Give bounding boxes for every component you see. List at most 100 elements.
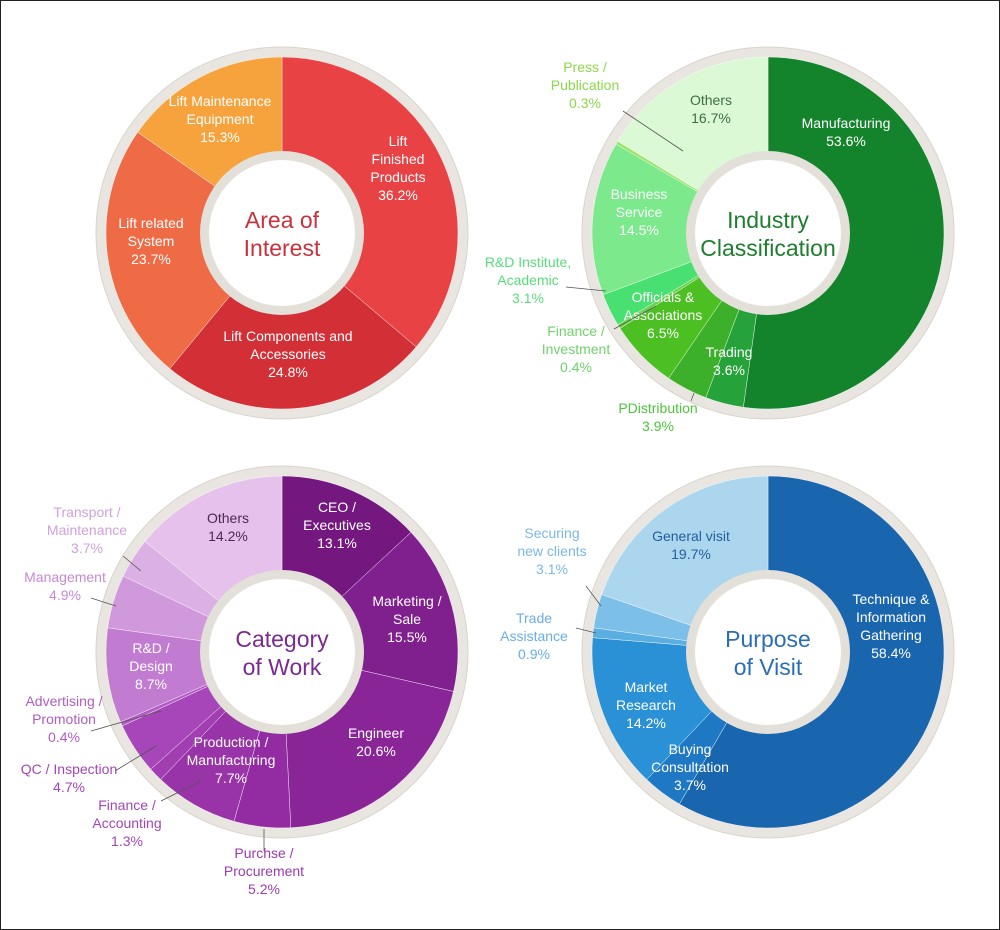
slice-label-line: 13.1%: [317, 535, 357, 551]
chart-title-line: Classification: [700, 235, 836, 261]
slice-label-line: 4.7%: [53, 779, 85, 795]
slice-label-line: Maintenance: [47, 522, 127, 538]
slice-label-line: Accessories: [250, 346, 325, 362]
slice-label-line: Officials &: [632, 289, 695, 305]
slice-label-line: Others: [690, 92, 732, 108]
slice-label-line: 23.7%: [131, 251, 171, 267]
slice-label-line: 14.2%: [626, 715, 666, 731]
slice-label-line: Finance /: [547, 323, 605, 339]
slice-label-line: Trade: [516, 610, 552, 626]
slice-label-line: Consultation: [651, 759, 729, 775]
slice-label-line: Academic: [497, 272, 558, 288]
slice-label-line: 7.7%: [215, 770, 247, 786]
chart-title-line: of Visit: [734, 654, 803, 680]
slice-label-line: 5.2%: [248, 881, 280, 897]
slice-label-line: 3.1%: [512, 290, 544, 306]
slice-label-line: 36.2%: [378, 187, 418, 203]
slice-label-line: Securing: [524, 525, 579, 541]
slice-label-line: Transport /: [53, 504, 120, 520]
slice-label-press-publication: Press / Publication 0.3%: [551, 59, 620, 111]
slice-label-line: System: [128, 233, 175, 249]
center-hole: [209, 160, 355, 306]
slice-label-line: Finished: [372, 151, 425, 167]
leader-line: [160, 780, 202, 802]
slice-label-general-visit: General visit 19.7%: [652, 528, 730, 562]
slice-label-others: Others 16.7%: [690, 92, 732, 126]
slice-label-engineer: Engineer 20.6%: [348, 725, 404, 759]
slice-label-line: Publication: [551, 77, 620, 93]
slice-label-line: 4.9%: [49, 587, 81, 603]
slice-label-line: Manufacturing: [187, 752, 276, 768]
slice-label-line: 0.9%: [518, 646, 550, 662]
slice-label-line: 20.6%: [356, 743, 396, 759]
chart-title-line: Category: [235, 626, 329, 652]
slice-label-line: Market: [625, 679, 668, 695]
slice-label-line: Finance /: [98, 797, 156, 813]
slice-label-line: 58.4%: [871, 645, 911, 661]
slice-label-line: 0.3%: [569, 95, 601, 111]
leader-line: [90, 710, 162, 732]
slice-label-line: Promotion: [32, 711, 96, 727]
slice-label-line: Gathering: [860, 627, 921, 643]
leader-line: [585, 585, 602, 607]
slice-label-line: Purchse /: [234, 845, 293, 861]
slice-label-line: 53.6%: [826, 133, 866, 149]
slice-label-line: 16.7%: [691, 110, 731, 126]
slice-label-line: Buying: [669, 741, 712, 757]
slice-label-line: Engineer: [348, 725, 404, 741]
slice-label-line: Lift: [389, 133, 408, 149]
leader-line: [575, 627, 597, 634]
slice-label-line: new clients: [517, 543, 586, 559]
slice-label-line: Research: [616, 697, 676, 713]
chart-title-line: Interest: [244, 235, 321, 261]
slice-label-line: Press /: [563, 59, 607, 75]
slice-label-line: Business: [611, 186, 668, 202]
chart-title-line: Industry: [727, 207, 809, 233]
slice-label-line: 24.8%: [268, 364, 308, 380]
leader-line: [565, 286, 607, 292]
leader-line: [90, 597, 117, 607]
slice-label-line: Equipment: [187, 111, 254, 127]
slice-label-line: Associations: [624, 307, 703, 323]
chart-title-line: of Work: [243, 654, 322, 680]
slice-label-line: Marketing /: [372, 593, 441, 609]
slice-label-line: Lift Components and: [223, 328, 352, 344]
slice-label-line: 15.3%: [200, 129, 240, 145]
leader-line: [114, 745, 157, 772]
slice-label-line: Design: [129, 658, 173, 674]
slice-label-line: Trading: [706, 344, 753, 360]
chart-title-line: Purpose: [725, 626, 811, 652]
slice-label-line: General visit: [652, 528, 730, 544]
slice-label-line: Service: [616, 204, 663, 220]
slice-label-line: 19.7%: [671, 546, 711, 562]
slice-label-line: Management: [24, 569, 106, 585]
leader-line: [613, 305, 657, 330]
center-hole: [695, 160, 841, 306]
slice-label-line: Advertising /: [25, 693, 102, 709]
slice-label-line: PDistribution: [618, 400, 697, 416]
